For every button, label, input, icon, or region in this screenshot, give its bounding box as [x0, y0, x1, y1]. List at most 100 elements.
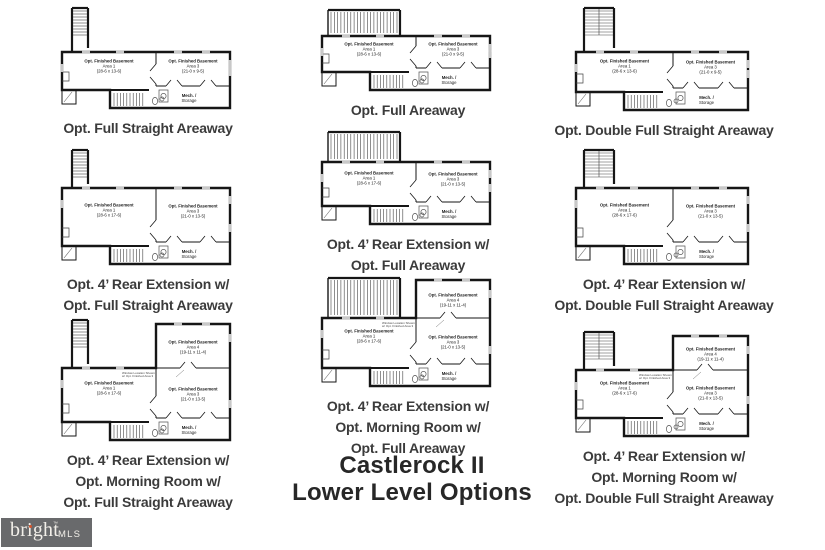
room-label-line: (21-0 x 13-5): [440, 344, 466, 350]
floorplan-rear-ext-morning-full-straight-areaway: Opt. 4’ Rear Extension w/ Opt. Morning R…: [54, 318, 242, 510]
mech-storage-label: Mech. /Storage: [687, 95, 727, 105]
caption-line: Opt. Double Full Straight Areaway: [554, 297, 774, 313]
room-label-line: Opt. Finished Basement: [168, 203, 218, 209]
room-label-line: (21-0 x 9-5): [441, 51, 465, 57]
room-label-line: Opt. Finished Basement: [344, 170, 394, 176]
note-line: Window Location Shown: [639, 373, 672, 377]
mech-storage-label: Mech. /Storage: [429, 75, 469, 85]
note-line: w/ Opt. Finished Area 3: [639, 376, 671, 381]
room-label-line: Opt. Finished Basement: [685, 59, 736, 65]
room-label-line: Area 4: [186, 344, 200, 350]
room-label-line: Area 1: [102, 63, 116, 69]
room-label-line: (28-6 x 13-6): [96, 68, 122, 74]
plan-caption: Opt. 4’ Rear Extension w/ Opt. Full Stra…: [63, 274, 233, 316]
room-label-line: Opt. Finished Basement: [685, 385, 736, 391]
room-label-line: Area 1: [618, 63, 631, 69]
room-label-line: (21-0 x 13-5): [698, 213, 723, 219]
plan-caption: Opt. 4’ Rear Extension w/ Opt. Full Area…: [327, 234, 489, 276]
caption-line: Opt. Morning Room w/: [75, 473, 221, 489]
room-label-line: Area 1: [618, 385, 631, 391]
room-label-line: (19-11 x 11-4): [439, 302, 467, 308]
caption-line: Opt. Morning Room w/: [591, 469, 737, 485]
mech-storage-label: Mech. /Storage: [429, 371, 469, 381]
room-label-line: Area 1: [362, 175, 376, 181]
plan-caption: Opt. Full Straight Areaway: [63, 118, 233, 139]
room-label-line: (28-6 x 13-6): [356, 51, 382, 57]
caption-line: Opt. Full Straight Areaway: [63, 120, 233, 136]
plan-caption: Opt. 4’ Rear Extension w/ Opt. Morning R…: [554, 446, 773, 509]
floorplan-drawing: [574, 330, 750, 438]
caption-line: Opt. Full Areaway: [350, 102, 466, 118]
caption-line: Opt. Full Areaway: [350, 257, 466, 273]
page-title: Castlerock II Lower Level Options: [250, 452, 574, 506]
caption-line: Opt. 4’ Rear Extension w/: [582, 448, 746, 464]
mech-storage-label: Mech. /Storage: [169, 425, 209, 435]
room-label-line: Mech. /: [441, 75, 457, 80]
room-label-line: Area 3: [186, 208, 200, 214]
caption-line: Opt. Full Straight Areaway: [63, 494, 233, 510]
room-label-line: Area 1: [102, 207, 116, 213]
room-label-line: Mech. /: [441, 209, 457, 214]
caption-line: Opt. 4’ Rear Extension w/: [66, 276, 230, 292]
mech-storage-label: Mech. /Storage: [687, 421, 727, 431]
room-label-line: Opt. Finished Basement: [428, 292, 478, 298]
room-label-line: Opt. Finished Basement: [599, 58, 650, 64]
room-label-line: Area 3: [704, 390, 717, 396]
room-label-line: Mech. /: [181, 93, 197, 98]
room-label-line: Area 3: [446, 46, 460, 52]
plan-caption: Opt. 4’ Rear Extension w/ Opt. Morning R…: [327, 396, 489, 459]
floorplan-drawing: [320, 276, 492, 388]
room-label-line: Opt. Finished Basement: [84, 202, 134, 208]
room-label-line: Area 3: [704, 64, 717, 70]
room-label-line: Mech. /: [181, 249, 197, 254]
caption-line: Opt. Double Full Straight Areaway: [554, 122, 774, 138]
room-label-line: (21-0 x 13-5): [180, 213, 206, 219]
room-label-line: (28-6 x 17-6): [356, 180, 382, 186]
floorplan-drawing: [320, 8, 492, 92]
room-label-line: Storage: [698, 254, 715, 259]
floorplan-drawing: [60, 148, 232, 266]
caption-line: Opt. Morning Room w/: [335, 419, 481, 435]
room-label-line: Storage: [698, 100, 715, 105]
room-label-line: (21-0 x 13-5): [180, 396, 206, 402]
room-label-line: Mech. /: [699, 421, 714, 426]
room-label-line: Storage: [181, 430, 197, 435]
floorplan-rear-ext-morning-full-areaway: Opt. 4’ Rear Extension w/ Opt. Morning R…: [314, 274, 502, 456]
room-label-line: Opt. Finished Basement: [599, 202, 650, 208]
room-label-line: Opt. Finished Basement: [685, 346, 736, 352]
room-label-line: Opt. Finished Basement: [84, 58, 134, 64]
room-label-line: Storage: [698, 426, 715, 431]
logo-trademark: ™: [53, 521, 58, 527]
caption-line: Opt. 4’ Rear Extension w/: [326, 398, 490, 414]
room-label-line: Mech. /: [181, 425, 197, 430]
plan-caption: Opt. 4’ Rear Extension w/ Opt. Morning R…: [63, 450, 233, 513]
logo-mls-text: MLS: [58, 529, 82, 540]
room-label-line: Storage: [441, 376, 457, 381]
room-label-line: (21-0 x 13-5): [698, 395, 723, 401]
room-label-line: Area 1: [362, 46, 376, 52]
room-label-line: Area 4: [446, 297, 460, 303]
room-label-line: Storage: [441, 80, 457, 85]
room-label-line: Area 3: [704, 208, 717, 214]
logo-wordmark: bright: [10, 519, 59, 541]
room-label-line: Opt. Finished Basement: [344, 328, 394, 334]
room-label-line: (21-0 x 9-5): [181, 68, 205, 74]
room-label-line: (28-6 x 17-6): [356, 338, 382, 344]
room-label-line: (28-6 x 17-6): [612, 390, 637, 396]
room-label-line: Area 3: [446, 176, 460, 182]
room-label-line: Opt. Finished Basement: [168, 339, 218, 345]
room-label-line: Opt. Finished Basement: [84, 380, 134, 386]
caption-line: Opt. 4’ Rear Extension w/: [66, 452, 230, 468]
